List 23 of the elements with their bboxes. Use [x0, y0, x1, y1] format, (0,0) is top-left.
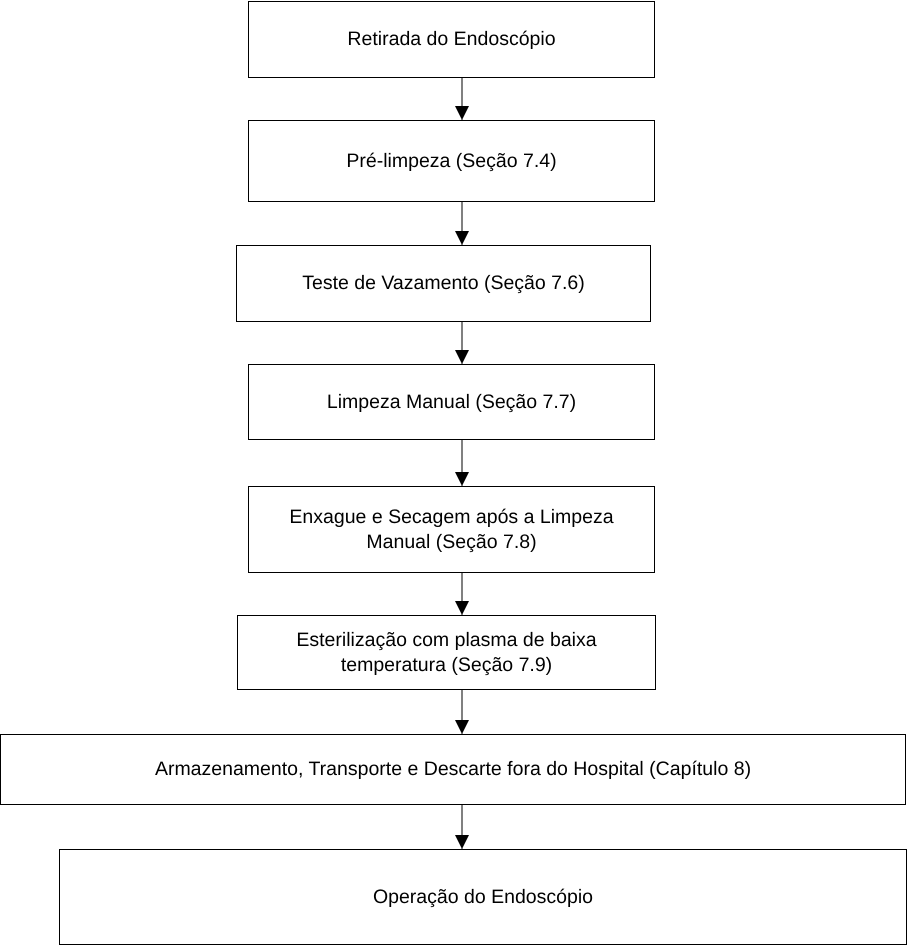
arrow [455, 440, 469, 486]
step-label: Esterilização com plasma de baixa temperatura (Seção 7.9) [295, 628, 598, 677]
process-box [0, 734, 906, 805]
process-box [237, 615, 656, 690]
arrow [455, 690, 469, 734]
process-box [248, 486, 655, 573]
step-label: Operação do Endoscópio [372, 884, 594, 910]
process-box [248, 364, 655, 440]
step-label: Teste de Vazamento (Seção 7.6) [302, 271, 585, 296]
arrow [455, 804, 469, 850]
step-label: Limpeza Manual (Seção 7.7) [326, 390, 576, 414]
process-box [236, 245, 651, 322]
step-label: Armazenamento, Transporte e Descarte fora do Hospital (Capítulo 8) [154, 757, 752, 782]
arrow [455, 572, 469, 616]
arrow [455, 202, 469, 246]
step-label: Pré-limpeza (Seção 7.4) [346, 148, 557, 174]
process-box [59, 849, 907, 945]
step-label: Enxague e Secagem após a Limpeza Manual (Seção 7.8) [288, 505, 615, 554]
arrow [455, 322, 469, 364]
step-label: Retirada do Endoscópio [347, 27, 556, 52]
process-box [248, 120, 655, 202]
arrow [455, 78, 469, 120]
process-box [248, 1, 655, 78]
